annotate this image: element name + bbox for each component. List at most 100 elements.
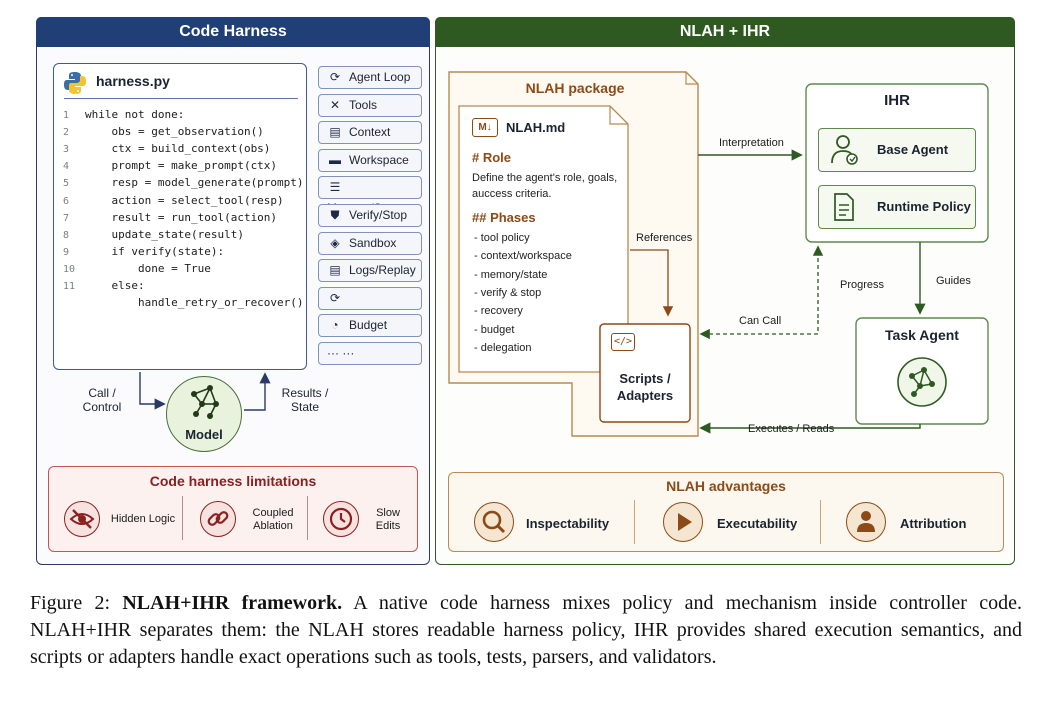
role-heading: # Role — [472, 150, 512, 165]
retry-icon: ⟳ — [329, 290, 341, 305]
phase-label: verify & stop — [480, 286, 542, 299]
line-number: 5 — [63, 178, 70, 190]
can-call-arrow — [699, 320, 819, 340]
code-brackets-icon: </> — [611, 333, 635, 351]
phase-label: tool policy — [480, 232, 530, 244]
code-text: resp = model_generate(prompt) — [85, 176, 304, 190]
advantage-divider — [634, 500, 635, 544]
line-number: 11 — [63, 281, 76, 292]
tools-icon: ✕ — [329, 97, 341, 112]
nlah-ihr-header: NLAH + IHR — [435, 17, 1015, 47]
database-icon: ☰ — [329, 180, 341, 195]
code-file-name: harness.py — [96, 73, 170, 89]
phase-label: delegation — [480, 341, 532, 354]
component-context: ▤ Context — [318, 121, 422, 145]
component-sandbox: ◈Sandbox — [318, 231, 422, 255]
references-arrow — [630, 249, 674, 317]
harness-code-box — [53, 63, 307, 370]
advantages-box — [448, 472, 1004, 552]
code-keyword: True — [184, 261, 211, 275]
model-node — [166, 376, 242, 452]
person-icon — [846, 502, 886, 542]
hidden-eye-icon — [64, 501, 100, 537]
component-label: ··· ··· — [327, 346, 355, 360]
code-line: 10 done = True — [63, 260, 303, 277]
code-line: 11 else: — [63, 277, 303, 294]
code-text: done: — [151, 108, 185, 121]
code-text: result = run_tool(action) — [85, 210, 278, 224]
phases-heading: ## Phases — [472, 210, 536, 225]
component-verify-stop: ⛊ Verify/Stop — [318, 204, 422, 227]
phase-item: - context/workspace — [474, 250, 572, 263]
line-number: 7 — [63, 212, 70, 224]
role-text: Define the agent's role, goals,auccess c… — [472, 172, 618, 200]
caption-bold-title: NLAH+IHR framework. — [122, 592, 343, 614]
phase-item: - verify & stop — [474, 286, 542, 299]
call-control-arrow — [139, 372, 166, 410]
markdown-icon: M↓ — [472, 118, 498, 137]
runtime-policy-card: Runtime Policy — [818, 185, 976, 229]
code-text: verify(state): — [131, 244, 225, 258]
code-harness-header: Code Harness — [36, 17, 430, 47]
scripts-adapters-label: Scripts /Adapters — [616, 371, 674, 403]
limitation-divider — [182, 496, 183, 540]
code-line: 9 if verify(state): — [63, 243, 303, 260]
task-agent-network-icon — [897, 357, 947, 407]
clock-icon — [323, 501, 359, 537]
code-line: 5 resp = model_generate(prompt) — [63, 174, 304, 191]
magnifier-icon — [474, 502, 514, 542]
component-label: Agent Loop — [349, 70, 411, 84]
code-line: 7 result = run_tool(action) — [63, 209, 303, 226]
loop-icon: ⟳ — [329, 70, 341, 84]
attribution-label: Attribution — [900, 516, 967, 531]
code-text: obs = get_observation() — [85, 125, 264, 139]
results-label: Results /State — [281, 386, 329, 414]
code-line: 6 action = select_tool(resp) — [63, 192, 303, 209]
code-text: update_state(result) — [85, 227, 244, 241]
line-number: 9 — [63, 246, 70, 258]
can-call-label: Can Call — [739, 315, 782, 327]
phase-item: - budget — [474, 323, 515, 336]
component-budget: ◔Budget — [318, 314, 422, 338]
nlah-md-filename: NLAH.md — [506, 120, 566, 135]
hidden-logic-label: Hidden Logic — [110, 513, 176, 525]
component-label: Logs/Replay — [349, 263, 416, 278]
executes-reads-arrow — [699, 422, 921, 434]
component-label: Verify/Stop — [349, 208, 408, 222]
folder-icon: ▬ — [329, 152, 341, 167]
component-agent-loop: ⟳ Agent Loop — [318, 66, 422, 89]
limitations-title: Code harness limitations — [149, 473, 317, 489]
references-label: References — [636, 232, 693, 244]
nlah-package-title: NLAH package — [525, 80, 625, 96]
code-text: handle_retry_or_recover() — [85, 296, 304, 310]
code-text: action = select_tool(resp) — [85, 193, 284, 207]
advantages-title: NLAH advantages — [666, 478, 786, 494]
line-number: 6 — [63, 195, 70, 207]
caption-body: A native code harness mixes policy and m… — [30, 592, 1023, 668]
shield-icon: ⛊ — [330, 208, 340, 222]
line-number: 3 — [63, 144, 70, 156]
line-number: 4 — [63, 161, 70, 173]
python-logo-icon — [64, 72, 86, 94]
phase-label: recovery — [480, 305, 523, 318]
line-number: 2 — [63, 127, 70, 139]
call-label: Call /Control — [82, 386, 122, 414]
component-label: Budget — [349, 318, 388, 333]
component-tools: ✕Tools — [318, 93, 422, 117]
code-line: 4 prompt = make_prompt(ctx) — [63, 157, 303, 174]
cube-icon: ◈ — [330, 235, 340, 250]
scripts-adapters-box — [599, 323, 691, 423]
component-logs-replay: ▤ Logs/Replay — [318, 259, 422, 283]
log-icon: ▤ — [329, 263, 341, 278]
phase-item: - delegation — [474, 341, 532, 354]
limitation-divider — [307, 496, 308, 540]
base-agent-label: Base Agent — [877, 142, 949, 157]
document-icon: ▤ — [329, 125, 341, 140]
code-divider — [64, 98, 298, 99]
model-label: Model — [185, 427, 223, 442]
code-keyword: else: — [111, 279, 145, 292]
component-label: Context — [349, 125, 391, 140]
code-line: handle_retry_or_recover() — [63, 294, 304, 311]
